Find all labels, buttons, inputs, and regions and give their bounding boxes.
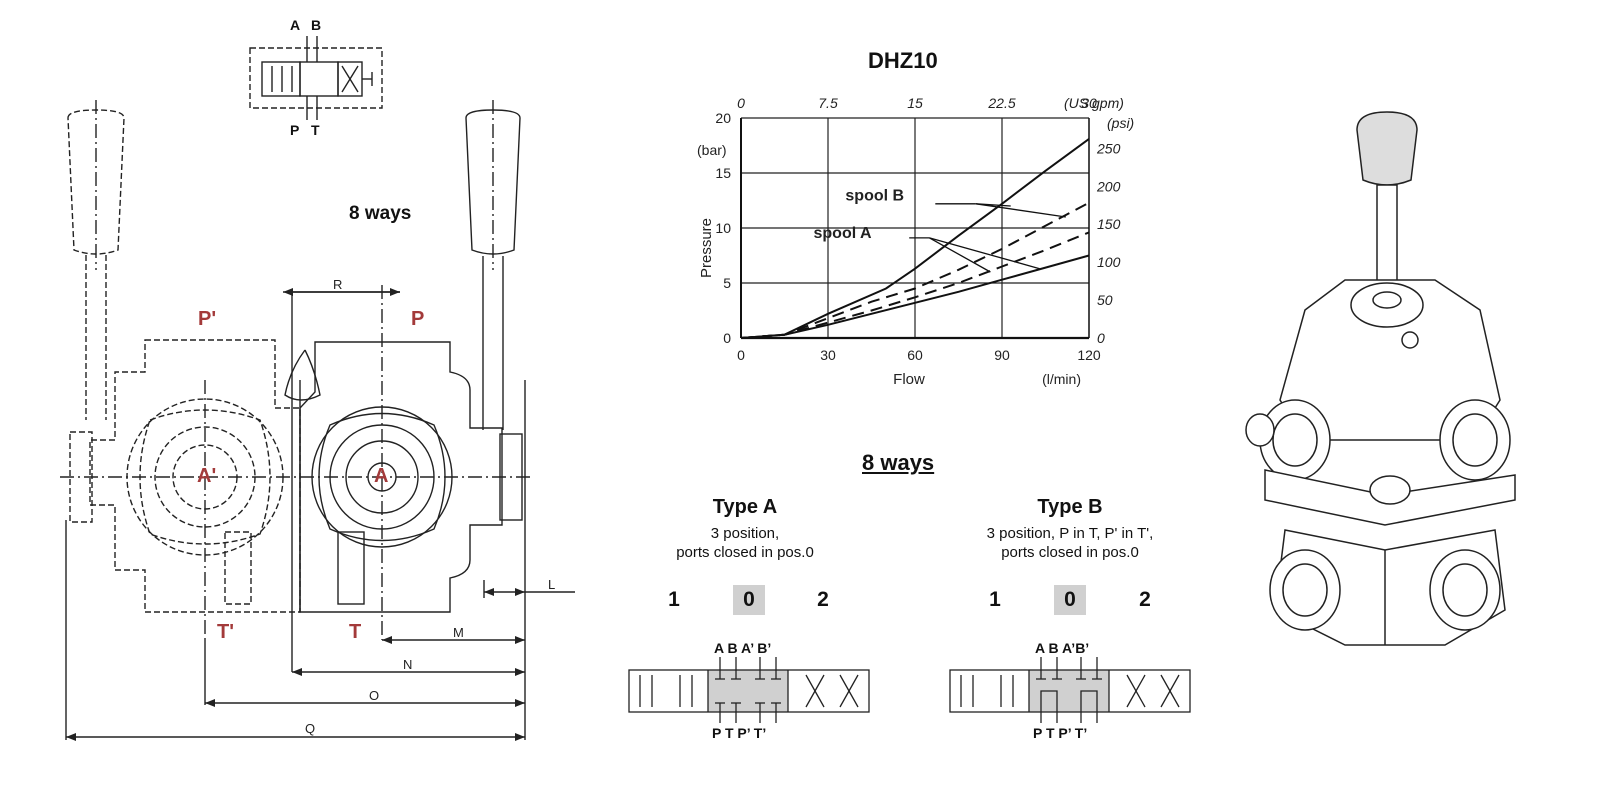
y-tick-label: 10 (715, 220, 731, 236)
dim-l: L (548, 577, 556, 592)
type-b-top-ports: A B A’B’ (1035, 640, 1090, 656)
type-a-pos-0: 0 (733, 585, 765, 615)
x2-tick-label: 0 (737, 95, 745, 111)
valve-3d-illustration (1245, 100, 1545, 680)
type-b-title: Type B (1037, 496, 1103, 518)
symbol-port-b: B (311, 17, 322, 33)
x-tick-label: 120 (1077, 347, 1101, 363)
y2-tick-label: 0 (1097, 330, 1105, 346)
annotation-leader (975, 203, 1066, 218)
y2-tick-label: 200 (1096, 178, 1121, 194)
x2-tick-label: 15 (907, 95, 923, 111)
type-a-desc-1: 3 position, (710, 525, 780, 542)
port-p: P (411, 308, 425, 330)
y2-tick-label: 150 (1097, 216, 1121, 232)
x-tick-label: 90 (994, 347, 1010, 363)
x2-tick-label: 7.5 (818, 95, 838, 111)
series-line-4 (740, 254, 1090, 339)
annotation-leader (929, 237, 1040, 270)
dim-m: M (453, 625, 464, 640)
dim-n: N (403, 657, 413, 672)
chart-title: DHZ10 (868, 48, 938, 73)
y-unit-label: (bar) (697, 142, 727, 158)
annotation-spool-a: spool A (814, 225, 873, 242)
series-line-1 (740, 138, 1090, 339)
type-a-title: Type A (712, 496, 778, 518)
ways-label: 8 ways (349, 203, 412, 224)
types-section: 8 ways Type A 3 position, ports closed i… (600, 440, 1240, 780)
y2-tick-label: 250 (1096, 140, 1121, 156)
y2-tick-label: 100 (1097, 254, 1121, 270)
annotation-spool-b: spool B (845, 188, 904, 205)
x-tick-label: 30 (820, 347, 836, 363)
valve-3d-svg (1245, 111, 1516, 646)
type-b-bottom-ports: P T P’ T’ (1033, 725, 1088, 741)
port-t: T (349, 621, 362, 643)
type-b-pos-1: 1 (989, 588, 1001, 611)
type-a-pos-1: 1 (668, 588, 680, 611)
y-tick-label: 20 (715, 110, 731, 126)
dim-q: Q (305, 721, 316, 736)
y2-unit-label: (psi) (1107, 115, 1134, 131)
symbol-frame (249, 47, 383, 109)
x2-tick-label: 30 (1081, 95, 1097, 111)
series-line-2 (740, 201, 1090, 339)
type-a-top-ports: A B A’ B’ (714, 640, 772, 656)
y-tick-label: 0 (723, 330, 731, 346)
type-a-bottom-ports: P T P’ T’ (712, 725, 767, 741)
x2-tick-label: 22.5 (987, 95, 1015, 111)
port-t-prime: T' (217, 621, 234, 643)
symbol-port-a: A (290, 17, 301, 33)
x-unit-label: (l/min) (1042, 371, 1081, 387)
dim-r: R (333, 277, 343, 292)
type-b-symbol (949, 657, 1191, 723)
type-b-pos-2: 2 (1139, 588, 1151, 611)
symbol-port-t: T (311, 122, 320, 138)
valve-drawing-svg (60, 36, 575, 741)
x-tick-label: 60 (907, 347, 923, 363)
type-b-desc-2: ports closed in pos.0 (1001, 544, 1139, 561)
type-a-symbol (628, 657, 870, 723)
annotation-leader (929, 237, 991, 273)
type-b-desc-1: 3 position, P in T, P' in T', (986, 525, 1154, 542)
y-axis-label: Pressure (698, 218, 715, 278)
type-b-pos-0: 0 (1054, 585, 1086, 615)
valve-technical-drawing: A B P T 8 ways P' P A' A T' T R L M N O … (0, 0, 600, 800)
y-tick-label: 15 (715, 165, 731, 181)
symbol-port-p: P (290, 122, 300, 138)
x-axis-label: Flow (893, 371, 925, 388)
x2-unit-label: (US gpm) (1064, 95, 1124, 111)
port-a: A (374, 465, 389, 487)
type-a-header: Type A 3 position, ports closed in pos.0 (640, 496, 850, 561)
dim-o: O (369, 688, 380, 703)
port-a-prime: A' (197, 465, 217, 487)
y2-tick-label: 50 (1097, 292, 1113, 308)
x-tick-label: 0 (737, 347, 745, 363)
port-p-prime: P' (198, 308, 217, 330)
types-heading: 8 ways (862, 450, 935, 475)
type-b-header: Type B 3 position, P in T, P' in T', por… (945, 496, 1195, 561)
y-tick-label: 5 (723, 275, 731, 291)
type-a-desc-2: ports closed in pos.0 (676, 544, 814, 561)
type-a-pos-2: 2 (817, 588, 829, 611)
